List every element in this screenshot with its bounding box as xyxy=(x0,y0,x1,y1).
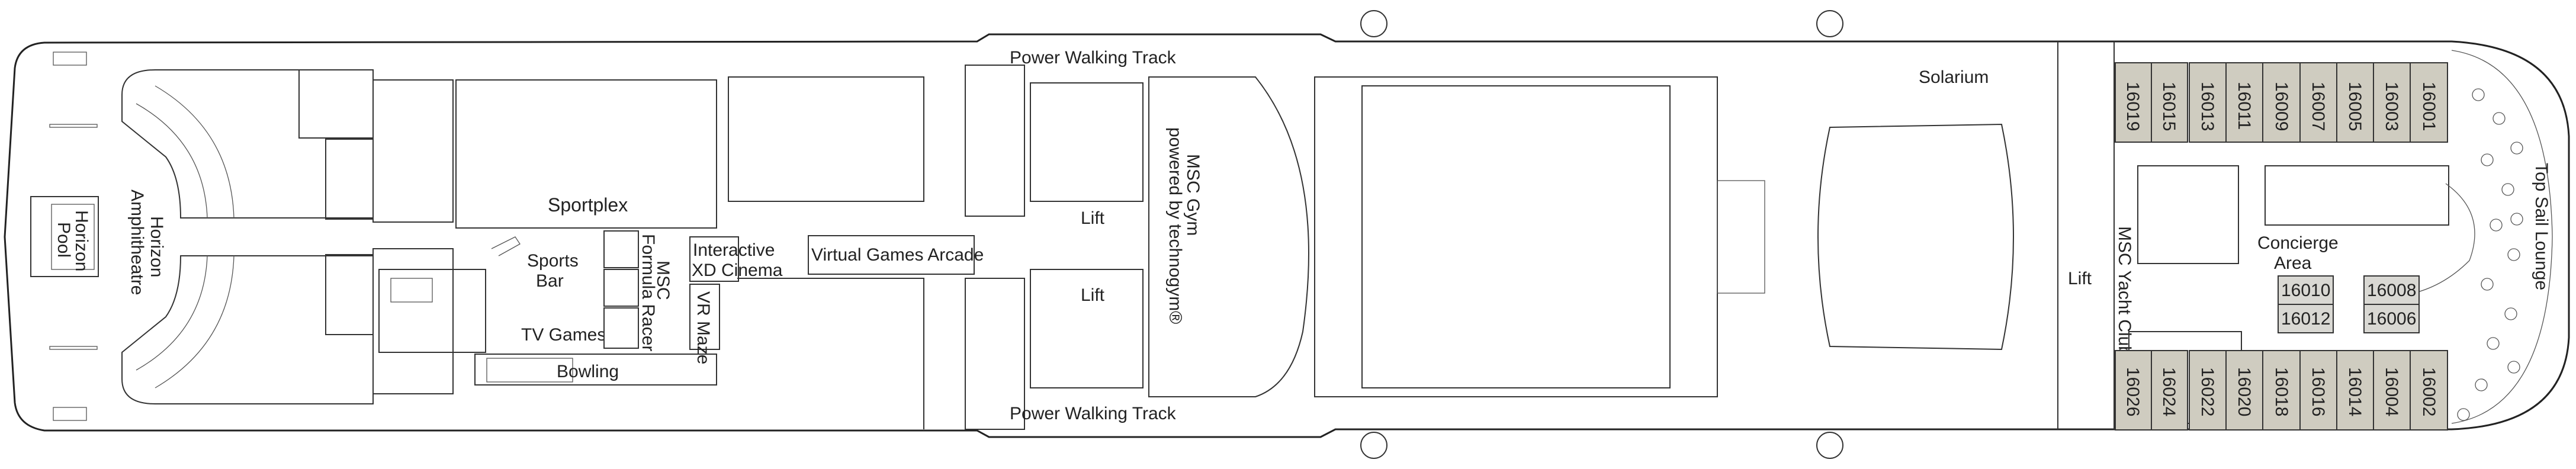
amphitheatre-top xyxy=(121,69,374,219)
solarium xyxy=(1817,123,2014,351)
tender-bottom-right xyxy=(1816,432,1843,459)
cabin[interactable] xyxy=(2410,62,2448,143)
cabin[interactable] xyxy=(2115,62,2152,143)
formula-racer-label: MSC xyxy=(653,261,673,300)
cabin-number: 16002 xyxy=(2419,367,2439,416)
msc-gym xyxy=(1148,76,1309,397)
cabin-number: 16006 xyxy=(2367,309,2416,329)
cabin-number: 16016 xyxy=(2308,367,2328,416)
cabin[interactable] xyxy=(2115,350,2152,431)
cabin-number: 16001 xyxy=(2419,82,2439,131)
cabin-number: 16012 xyxy=(2281,309,2330,329)
top-sail-lounge-label: Top Sail Lounge xyxy=(2532,163,2551,290)
cabins-top-row: 16019 16015 16013 16011 16009 16007 1600… xyxy=(2115,62,2448,143)
cabin[interactable] xyxy=(2299,62,2337,143)
cabin-number: 16008 xyxy=(2367,281,2416,300)
cabin[interactable] xyxy=(2151,62,2188,143)
cabin-number: 16022 xyxy=(2198,367,2217,416)
gym-label: MSC Gym xyxy=(1183,154,1203,236)
stairs xyxy=(53,407,87,421)
cabin-number: 16015 xyxy=(2159,82,2179,131)
horizon-pool xyxy=(30,196,99,277)
bench xyxy=(49,346,98,350)
cabin-number: 16003 xyxy=(2382,82,2401,131)
gym-label-2: powered by technogym® xyxy=(1165,127,1185,324)
virtual-games-arcade xyxy=(808,235,975,275)
cabin-number: 16024 xyxy=(2159,367,2179,416)
cabin-number: 16011 xyxy=(2234,82,2254,130)
sports-bar-label-2: Bar xyxy=(536,271,564,291)
concierge-label-2: Area xyxy=(2274,253,2312,273)
amphitheatre-bottom xyxy=(121,255,374,404)
lift-block-1 xyxy=(1030,82,1144,202)
lounge-seating xyxy=(2457,88,2523,421)
xd-cinema-label-2: XD Cinema xyxy=(692,261,783,280)
cabin[interactable] xyxy=(2278,304,2334,333)
tv-games-label: TV Games xyxy=(521,325,606,345)
cabin[interactable] xyxy=(2363,304,2420,333)
cabin[interactable] xyxy=(2151,350,2188,431)
cabin-number: 16020 xyxy=(2234,367,2254,416)
power-walking-track-bottom: Power Walking Track xyxy=(1010,404,1177,423)
pool-water xyxy=(51,204,95,270)
sports-bar-label: Sports xyxy=(527,251,579,271)
bowling-label: Bowling xyxy=(557,362,619,381)
main-pool xyxy=(1361,85,1671,388)
stairs xyxy=(53,52,87,66)
cabin[interactable] xyxy=(2262,350,2301,431)
sportplex xyxy=(455,79,717,229)
solarium-label: Solarium xyxy=(1919,68,1989,87)
xd-cinema-label: Interactive xyxy=(693,240,775,260)
horizon-pool-label: Horizon xyxy=(72,210,91,271)
cabin-number: 16005 xyxy=(2345,82,2365,131)
cabins-bottom-row: 16026 16024 16022 16020 16018 16016 1601… xyxy=(2115,350,2448,431)
cabin[interactable] xyxy=(2225,62,2263,143)
cabin[interactable] xyxy=(2336,350,2374,431)
power-walking-track-top: Power Walking Track xyxy=(1010,48,1177,68)
cabin[interactable] xyxy=(2189,62,2227,143)
cabin[interactable] xyxy=(2410,350,2448,431)
cabin-number: 16010 xyxy=(2281,281,2330,300)
cabin-number: 16007 xyxy=(2308,82,2328,131)
xd-cinema xyxy=(689,236,739,282)
cabin-number: 16018 xyxy=(2272,367,2291,416)
cabin[interactable] xyxy=(2225,350,2263,431)
cabin[interactable] xyxy=(2373,62,2411,143)
lift-block-2 xyxy=(1030,269,1144,388)
lift-label-3: Lift xyxy=(2068,269,2092,288)
virtual-games-arcade-label: Virtual Games Arcade xyxy=(811,245,984,265)
cabin-number: 16019 xyxy=(2123,82,2143,131)
vr-maze-label: VR Maze xyxy=(693,291,713,364)
cabin-number: 16026 xyxy=(2123,367,2143,416)
lift-label-2: Lift xyxy=(1081,285,1105,305)
yacht-club-label: MSC Yacht Club xyxy=(2115,226,2134,356)
tender-top-left xyxy=(1360,10,1387,37)
horizon-amphitheatre-label-2: Amphitheatre xyxy=(127,189,147,295)
cabin[interactable] xyxy=(2373,350,2411,431)
vr-maze xyxy=(689,284,720,350)
cabin-number: 16009 xyxy=(2272,82,2291,131)
tender-top-right xyxy=(1816,10,1843,37)
formula-racer-label-2: Formula Racer xyxy=(638,234,658,351)
tender-bottom-left xyxy=(1360,432,1387,459)
concierge-label: Concierge xyxy=(2257,233,2339,253)
bench xyxy=(49,124,98,128)
cabin[interactable] xyxy=(2189,350,2227,431)
cabin[interactable] xyxy=(2262,62,2301,143)
horizon-pool-label-2: Pool xyxy=(54,222,73,258)
cabin-number: 16014 xyxy=(2345,367,2365,416)
top-sail-lounge xyxy=(2451,50,2553,424)
cabin[interactable] xyxy=(2336,62,2374,143)
cabin-number: 16013 xyxy=(2198,82,2217,131)
cabin-number: 16004 xyxy=(2382,367,2401,416)
lift-label-1: Lift xyxy=(1081,208,1105,228)
cabins-middle: 16010 16012 16008 16006 xyxy=(2278,275,2420,333)
horizon-amphitheatre-label: Horizon xyxy=(147,216,166,277)
bowling xyxy=(474,354,717,386)
sportplex-label: Sportplex xyxy=(548,194,628,216)
